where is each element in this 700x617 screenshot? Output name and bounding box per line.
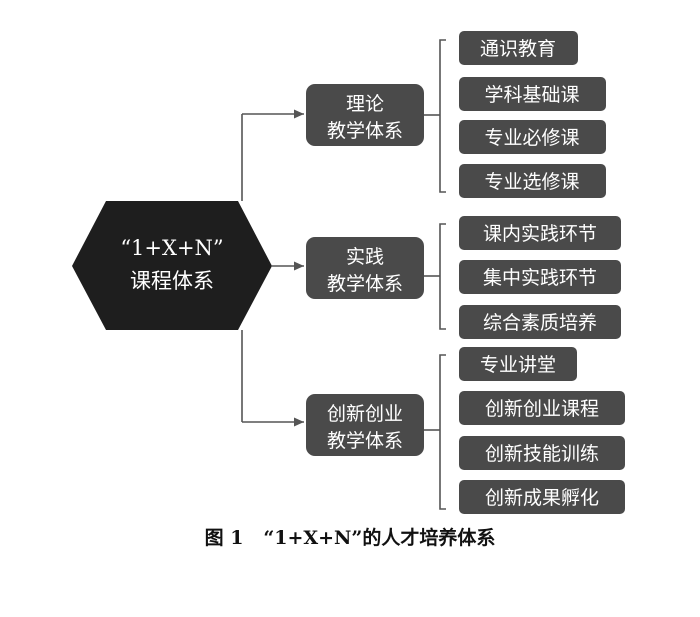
theory-item-2: 学科基础课 <box>484 84 579 106</box>
innovation-item-1: 专业讲堂 <box>480 354 556 376</box>
trunk-connectors <box>241 109 304 427</box>
root-node: “1+X+N” 课程体系 <box>72 201 272 330</box>
practice-item-3: 综合素质培养 <box>483 312 597 334</box>
innovation-bracket <box>439 354 446 510</box>
theory-item-1: 通识教育 <box>480 38 556 60</box>
theory-item-4: 专业选修课 <box>484 171 579 193</box>
practice-item-1: 课内实践环节 <box>483 223 597 245</box>
practice-node-line-2: 教学体系 <box>327 273 403 295</box>
theory-node-line-1: 理论 <box>346 93 384 115</box>
group-theory: 理论 教学体系 通识教育 学科基础课 专业必修课 专业选修课 <box>306 31 606 198</box>
innovation-item-4: 创新成果孵化 <box>485 487 599 509</box>
innovation-item-2: 创新创业课程 <box>485 398 599 420</box>
theory-item-3: 专业必修课 <box>484 127 579 149</box>
group-practice: 实践 教学体系 课内实践环节 集中实践环节 综合素质培养 <box>306 216 621 339</box>
practice-bracket <box>439 223 446 330</box>
innovation-item-3: 创新技能训练 <box>485 443 599 465</box>
practice-item-2: 集中实践环节 <box>483 267 597 289</box>
innovation-node-box <box>306 394 424 456</box>
practice-node-line-1: 实践 <box>346 246 384 268</box>
innovation-node-line-1: 创新创业 <box>327 403 403 425</box>
theory-node-line-2: 教学体系 <box>327 120 403 142</box>
figure-title: “1+X+N”的人才培养体系 <box>263 527 496 549</box>
theory-bracket <box>439 39 446 193</box>
figure-number: 图 1 <box>204 527 244 549</box>
root-label-line-1: “1+X+N” <box>120 236 223 260</box>
theory-node-box <box>306 84 424 146</box>
figure-caption: 图 1 “1+X+N”的人才培养体系 <box>0 523 700 550</box>
innovation-node-line-2: 教学体系 <box>327 430 403 452</box>
root-label-line-2: 课程体系 <box>130 269 214 293</box>
practice-node-box <box>306 237 424 299</box>
group-innovation: 创新创业 教学体系 专业讲堂 创新创业课程 创新技能训练 创新成果孵化 <box>306 347 625 514</box>
